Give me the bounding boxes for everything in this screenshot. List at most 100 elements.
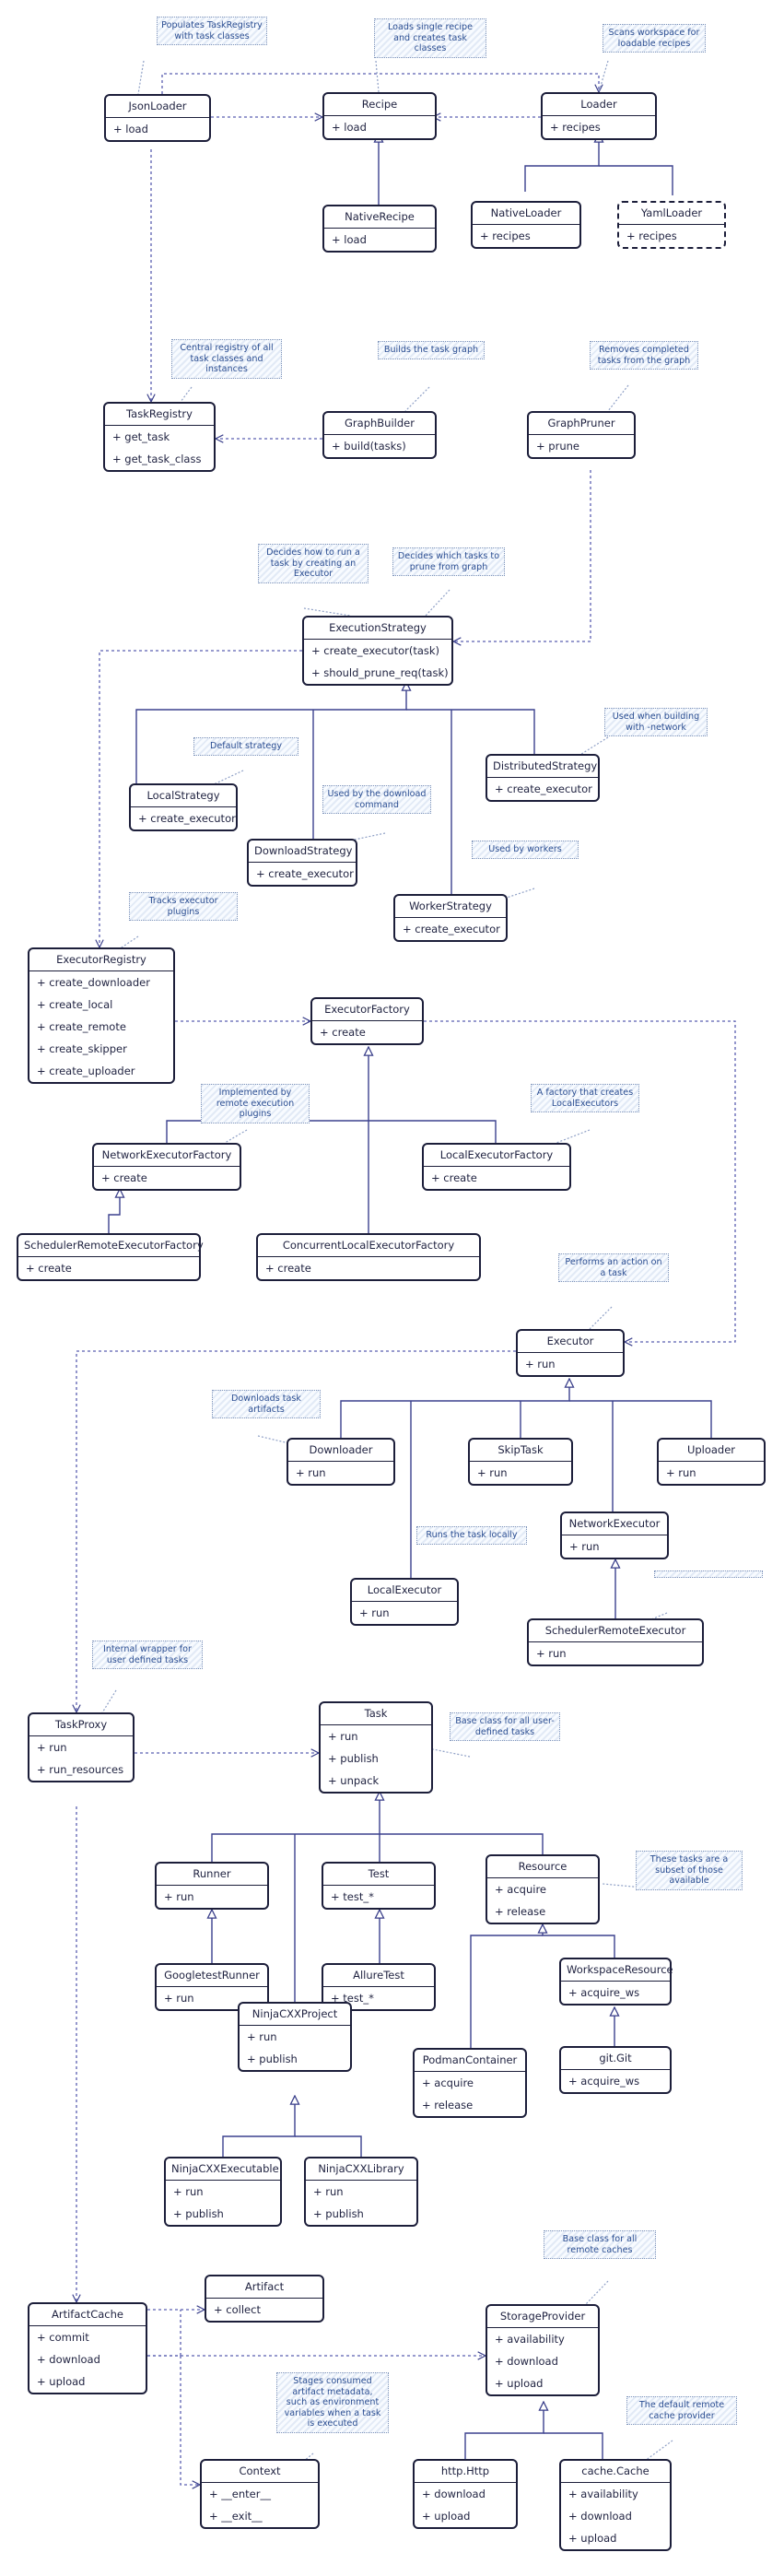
class-name: LocalStrategy	[131, 785, 236, 807]
class-executionstrategy[interactable]: ExecutionStrategy + create_executor(task…	[302, 616, 453, 686]
class-ninjacxxexecutable[interactable]: NinjaCXXExecutable + run + publish	[164, 2157, 282, 2227]
class-httphttp[interactable]: http.Http + download + upload	[413, 2459, 518, 2529]
class-executorfactory[interactable]: ExecutorFactory + create	[310, 997, 424, 1045]
class-artifact[interactable]: Artifact + collect	[205, 2275, 324, 2323]
class-member: + availability	[495, 2333, 565, 2346]
class-member: + create_executor(task)	[311, 644, 440, 657]
class-yamlloader[interactable]: YamlLoader + recipes	[617, 201, 726, 249]
class-loader[interactable]: Loader + recipes	[541, 92, 657, 140]
class-name: NetworkExecutorFactory	[94, 1145, 240, 1167]
note-schedremote	[654, 1570, 763, 1578]
class-distributedstrategy[interactable]: DistributedStrategy + create_executor	[486, 754, 600, 802]
class-member: + run	[359, 1606, 390, 1619]
class-workerstrategy[interactable]: WorkerStrategy + create_executor	[393, 894, 508, 942]
class-localexecutorfactory[interactable]: LocalExecutorFactory + create	[422, 1143, 571, 1191]
class-member: + create	[431, 1171, 477, 1184]
note-resource: These tasks are a subset of those availa…	[636, 1851, 743, 1890]
class-name: ExecutorRegistry	[29, 949, 173, 971]
class-nativeloader[interactable]: NativeLoader + recipes	[471, 201, 581, 249]
note-tail-cache	[644, 2440, 673, 2462]
class-name: ExecutionStrategy	[304, 618, 451, 640]
class-schedulerremoteexecutor[interactable]: SchedulerRemoteExecutor + run	[527, 1618, 704, 1666]
class-skiptask[interactable]: SkipTask + run	[468, 1438, 573, 1486]
class-member: + upload	[37, 2375, 86, 2388]
class-localstrategy[interactable]: LocalStrategy + create_executor	[129, 783, 238, 831]
class-member: + run	[313, 2185, 344, 2198]
note-taskproxy: Internal wrapper for user defined tasks	[92, 1641, 203, 1669]
class-member: + create_downloader	[37, 976, 150, 989]
class-executor[interactable]: Executor + run	[516, 1329, 625, 1377]
class-member: + load	[113, 123, 148, 135]
class-artifactcache[interactable]: ArtifactCache + commit + download + uplo…	[28, 2302, 147, 2394]
class-member: + download	[495, 2355, 558, 2368]
class-task[interactable]: Task + run + publish + unpack	[319, 1701, 433, 1794]
class-name: Downloader	[288, 1440, 393, 1462]
class-member: + acquire	[495, 1883, 546, 1896]
class-name: GraphPruner	[529, 413, 634, 435]
class-member: + run	[328, 1730, 358, 1743]
class-name: NinjaCXXExecutable	[166, 2158, 280, 2181]
class-googletestrunner[interactable]: GoogletestRunner + run	[155, 1963, 269, 2011]
class-member: + run	[569, 1540, 600, 1553]
edge-execstrategy-executorregistry	[99, 650, 302, 947]
class-name: LocalExecutor	[352, 1580, 457, 1602]
class-schedulerremoteexecutorfactory[interactable]: SchedulerRemoteExecutorFactory + create	[17, 1233, 204, 1281]
edge-library-ninja	[295, 2135, 362, 2157]
class-member: + create_skipper	[37, 1042, 127, 1055]
class-name: TaskRegistry	[105, 404, 214, 426]
note-tail-task	[432, 1748, 471, 1758]
class-cachecache[interactable]: cache.Cache + availability + download + …	[559, 2459, 672, 2551]
class-graphpruner[interactable]: GraphPruner + prune	[527, 411, 636, 459]
class-name: Loader	[543, 94, 655, 116]
edge-uploader-executor	[569, 1400, 712, 1438]
class-nativerecipe[interactable]: NativeRecipe + load	[322, 205, 437, 253]
class-concurrentlocalexecutorfactory[interactable]: ConcurrentLocalExecutorFactory + create	[256, 1233, 481, 1281]
class-name: Runner	[157, 1864, 267, 1886]
class-downloadstrategy[interactable]: DownloadStrategy + create_executor	[247, 839, 357, 887]
class-ninjacxxproject[interactable]: NinjaCXXProject + run + publish	[238, 2002, 352, 2072]
class-context[interactable]: Context + __enter__ + __exit__	[200, 2459, 320, 2529]
class-localexecutor[interactable]: LocalExecutor + run	[350, 1578, 459, 1626]
class-networkexecutorfactory[interactable]: NetworkExecutorFactory + create	[92, 1143, 241, 1191]
class-name: Recipe	[324, 94, 435, 116]
class-graphbuilder[interactable]: GraphBuilder + build(tasks)	[322, 411, 437, 459]
class-member: + create	[101, 1171, 147, 1184]
class-name: AllureTest	[323, 1965, 434, 1987]
note-executor: Performs an action on a task	[558, 1253, 669, 1282]
note-tail-loader	[598, 60, 609, 93]
class-member: + get_task	[112, 430, 170, 443]
class-name: YamlLoader	[619, 203, 724, 225]
class-jsonloader[interactable]: JsonLoader + load	[104, 94, 211, 142]
class-member: + acquire_ws	[568, 2075, 640, 2088]
note-tail-graphbuilder	[404, 386, 430, 412]
note-storageprovider: Base class for all remote caches	[544, 2230, 656, 2259]
class-member: + release	[495, 1905, 546, 1918]
class-taskregistry[interactable]: TaskRegistry + get_task + get_task_class	[103, 402, 216, 472]
class-gitgit[interactable]: git.Git + acquire_ws	[559, 2046, 672, 2094]
class-name: DistributedStrategy	[487, 756, 598, 778]
class-test[interactable]: Test + test_*	[322, 1862, 436, 1910]
class-workspaceresource[interactable]: WorkspaceResource + acquire_ws	[559, 1958, 673, 2006]
class-runner[interactable]: Runner + run	[155, 1862, 269, 1910]
class-resource[interactable]: Resource + acquire + release	[486, 1854, 600, 1924]
class-taskproxy[interactable]: TaskProxy + run + run_resources	[28, 1712, 135, 1782]
class-uploader[interactable]: Uploader + run	[657, 1438, 766, 1486]
class-networkexecutor[interactable]: NetworkExecutor + run	[560, 1511, 669, 1559]
class-recipe[interactable]: Recipe + load	[322, 92, 437, 140]
class-member: + run	[164, 1890, 194, 1903]
class-podmancontainer[interactable]: PodmanContainer + acquire + release	[413, 2048, 527, 2118]
class-name: WorkspaceResource	[561, 1959, 673, 1982]
note-downloadstrategy: Used by the download command	[322, 785, 431, 814]
class-member: + recipes	[550, 121, 601, 134]
edge-executor-taskproxy	[76, 1350, 516, 1712]
class-name: TaskProxy	[29, 1714, 133, 1736]
class-ninjacxxlibrary[interactable]: NinjaCXXLibrary + run + publish	[304, 2157, 418, 2227]
class-storageprovider[interactable]: StorageProvider + availability + downloa…	[486, 2304, 600, 2396]
note-graphpruner: Removes completed tasks from the graph	[590, 341, 698, 370]
class-member: + run	[164, 1992, 194, 2005]
class-executorregistry[interactable]: ExecutorRegistry + create_downloader + c…	[28, 947, 175, 1084]
class-name: Test	[323, 1864, 434, 1886]
note-tail-executor	[589, 1306, 613, 1330]
edge-graphpruner-execstrategy	[453, 470, 591, 641]
class-downloader[interactable]: Downloader + run	[287, 1438, 395, 1486]
